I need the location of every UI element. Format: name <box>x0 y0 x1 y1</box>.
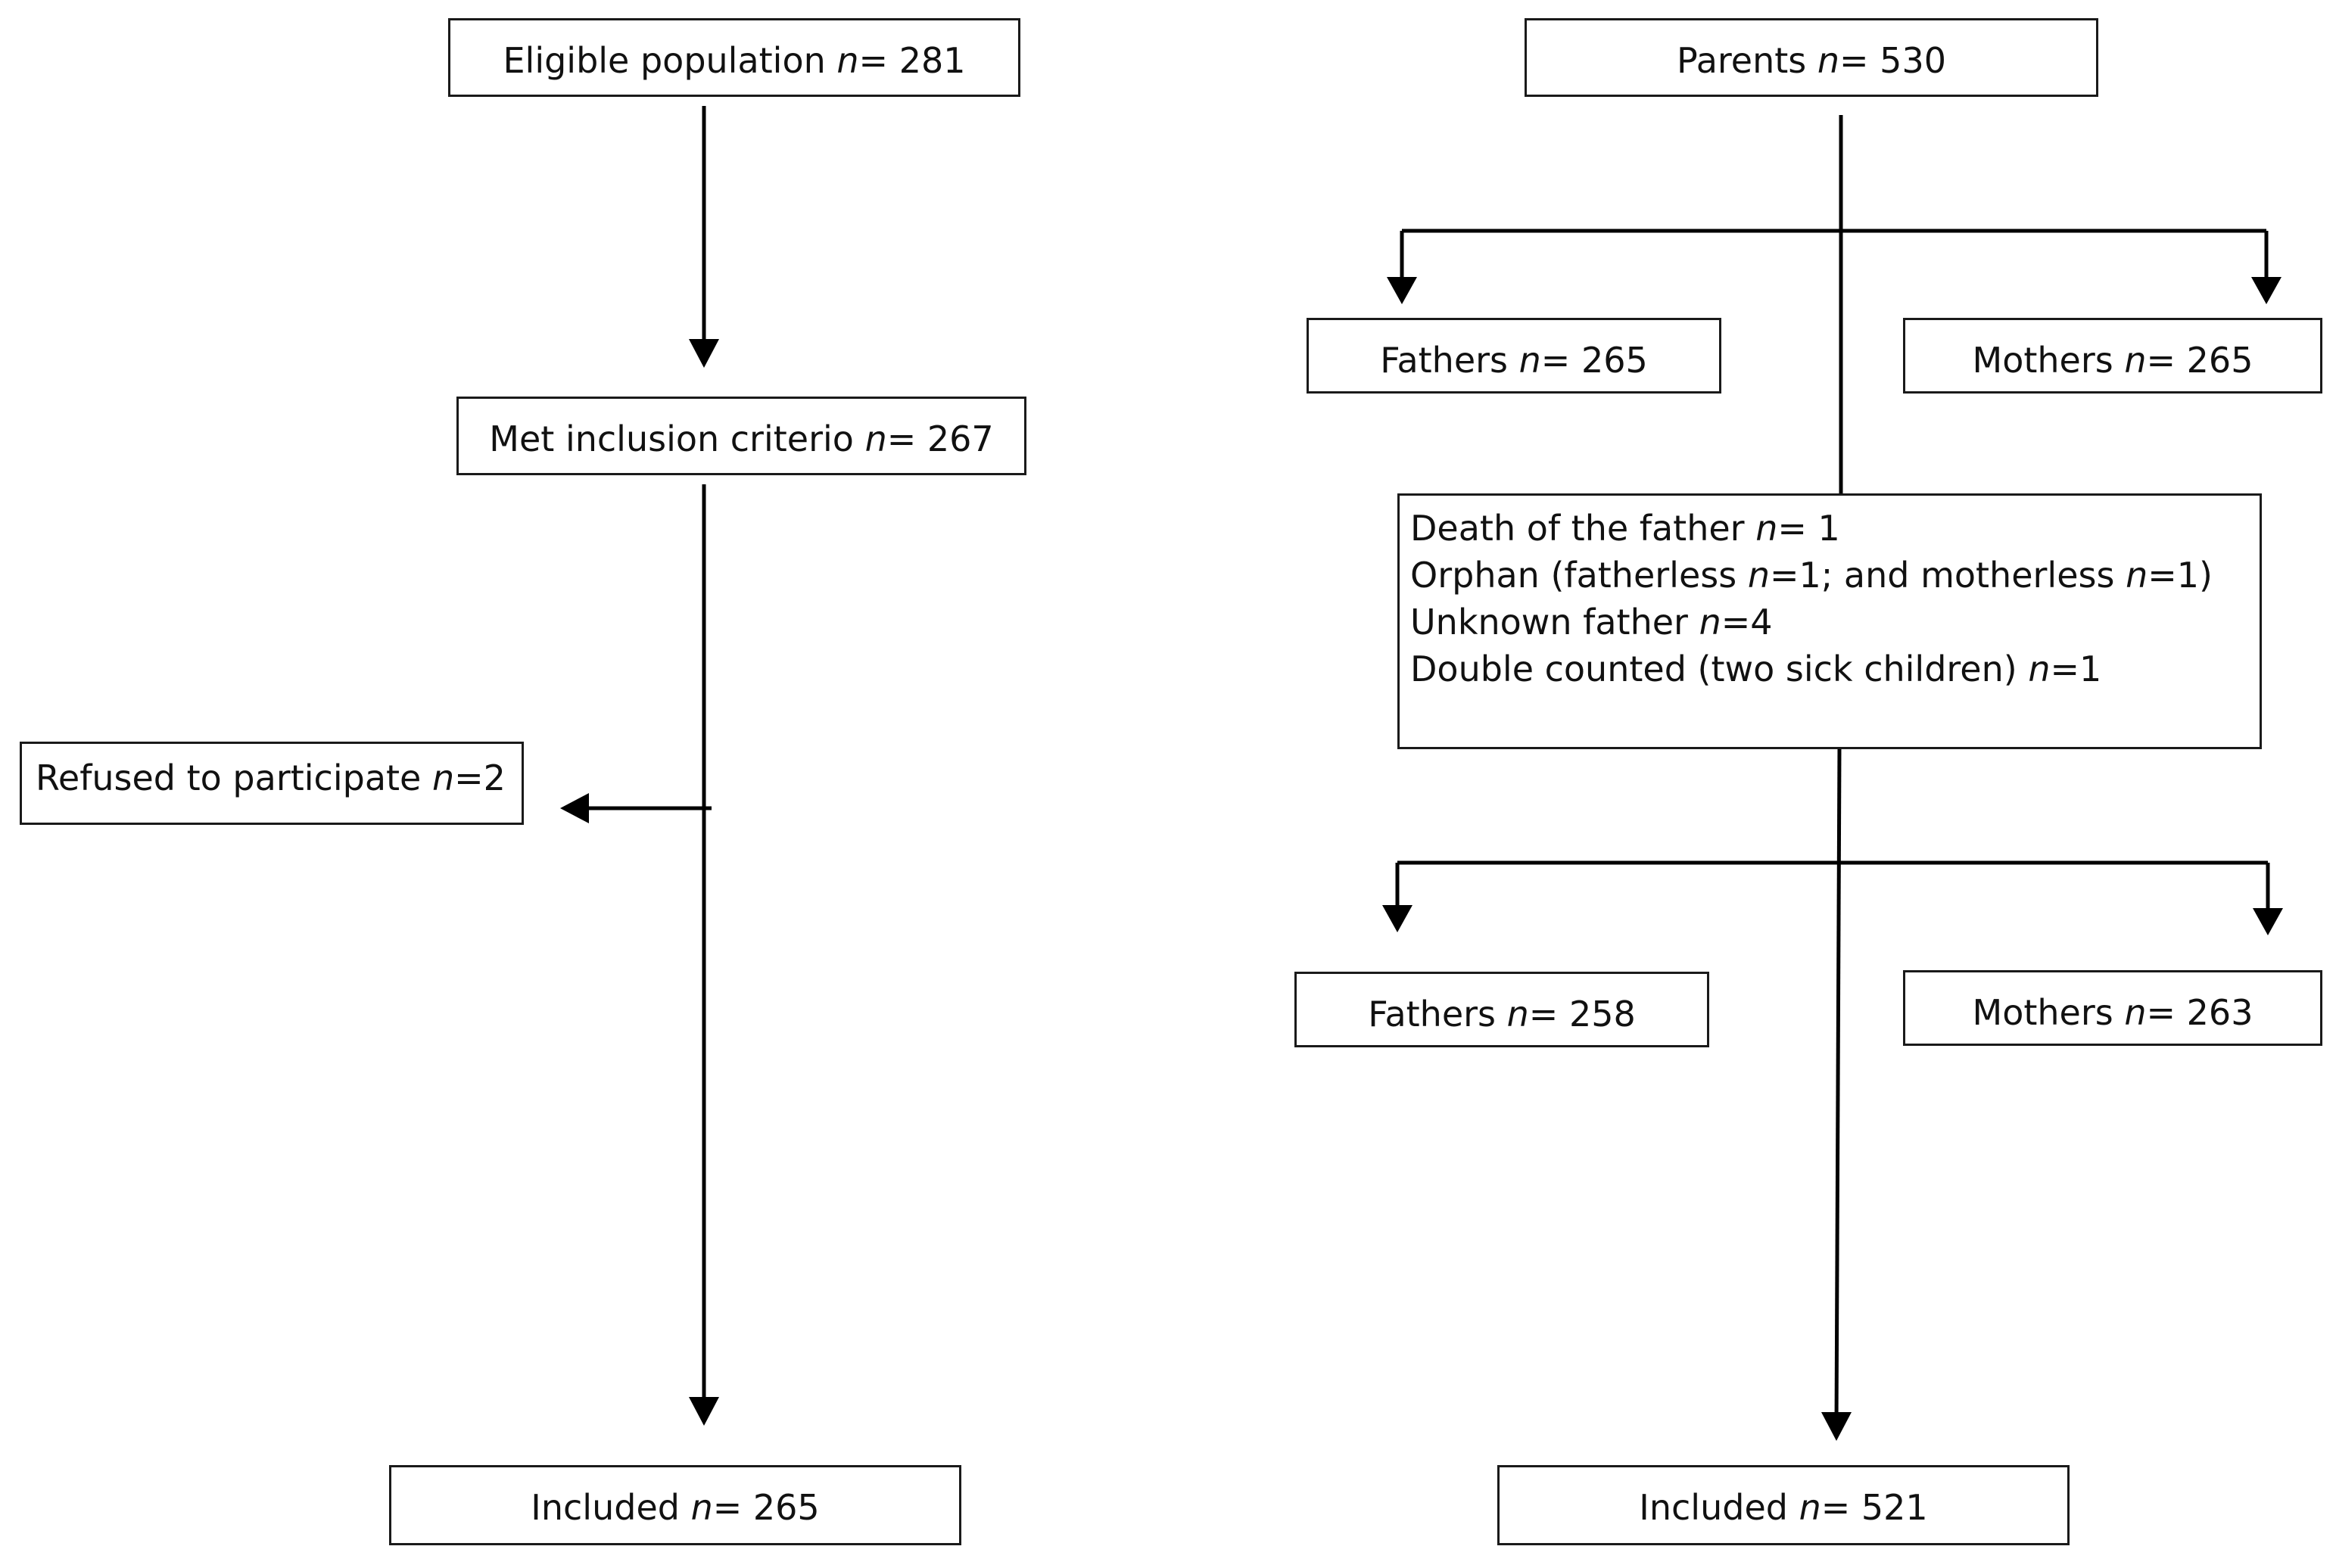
exclusion-death-of-father: Death of the father n= 1 <box>1410 505 2260 552</box>
box-parents: Parents n= 530 <box>1525 18 2098 97</box>
exclusion-value: =1) <box>2148 555 2213 596</box>
box-value: = 263 <box>2146 992 2253 1033</box>
n-symbol: n <box>2126 555 2148 596</box>
line-exclusions-down <box>1834 747 1842 1430</box>
box-label: Parents <box>1677 40 1817 81</box>
box-mothers-2: Mothers n= 263 <box>1903 970 2322 1046</box>
n-symbol: n <box>1799 1487 1821 1528</box>
box-included-left: Included n= 265 <box>389 1465 961 1545</box>
box-fathers-1: Fathers n= 265 <box>1307 318 1721 394</box>
n-symbol: n <box>864 418 887 459</box>
box-mothers-1: Mothers n= 265 <box>1903 318 2322 394</box>
exclusion-text: Death of the father <box>1410 508 1756 549</box>
n-symbol: n <box>1747 555 1770 596</box>
box-fathers-2: Fathers n= 258 <box>1294 972 1709 1047</box>
box-exclusions: Death of the father n= 1 Orphan (fatherl… <box>1397 493 2262 749</box>
n-symbol: n <box>1506 994 1529 1034</box>
n-symbol: n <box>1817 40 1840 81</box>
exclusion-double-counted: Double counted (two sick children) n=1 <box>1410 646 2260 692</box>
exclusion-text: Double counted (two sick children) <box>1410 649 2029 689</box>
box-label: Fathers <box>1380 340 1519 381</box>
box-label: Met inclusion criterio <box>489 418 865 459</box>
box-value: = 265 <box>712 1487 820 1528</box>
exclusion-value: =1 <box>2050 649 2102 689</box>
box-label: Included <box>531 1487 691 1528</box>
arrowhead-included-left <box>689 1397 719 1426</box>
exclusion-orphan: Orphan (fatherless n=1; and motherless n… <box>1410 552 2260 599</box>
exclusion-text: Orphan (fatherless <box>1410 555 1748 596</box>
box-value: =2 <box>454 758 506 798</box>
box-included-right: Included n= 521 <box>1497 1465 2070 1545</box>
box-refused: Refused to participate n=2 <box>20 742 524 825</box>
n-symbol: n <box>2124 992 2147 1033</box>
box-value: = 265 <box>2146 340 2253 381</box>
exclusion-value: =4 <box>1721 602 1773 642</box>
box-eligible-population: Eligible population n= 281 <box>448 18 1020 97</box>
box-label: Mothers <box>1972 340 2125 381</box>
arrowhead-fathers-2 <box>1382 905 1413 932</box>
n-symbol: n <box>431 758 455 798</box>
exclusion-text: Unknown father <box>1410 602 1699 642</box>
arrowhead-mothers-2 <box>2253 908 2283 935</box>
box-label: Mothers <box>1972 992 2125 1033</box>
n-symbol: n <box>1518 340 1541 381</box>
box-label: Refused to participate <box>36 758 432 798</box>
box-value: = 258 <box>1528 994 1636 1034</box>
n-symbol: n <box>836 40 859 81</box>
box-label: Included <box>1639 1487 1799 1528</box>
arrowhead-refused <box>560 793 589 823</box>
box-value: = 265 <box>1540 340 1648 381</box>
box-met-inclusion: Met inclusion criterio n= 267 <box>456 397 1026 475</box>
exclusion-text: =1; and motherless <box>1769 555 2126 596</box>
arrowhead-included-right <box>1821 1412 1852 1441</box>
box-value: = 267 <box>886 418 994 459</box>
box-label: Eligible population <box>503 40 837 81</box>
arrowhead-met <box>689 339 719 368</box>
exclusion-unknown-father: Unknown father n=4 <box>1410 599 2260 646</box>
n-symbol: n <box>1755 508 1778 549</box>
box-value: = 521 <box>1821 1487 1928 1528</box>
exclusion-value: = 1 <box>1777 508 1840 549</box>
n-symbol: n <box>2028 649 2051 689</box>
n-symbol: n <box>1699 602 1721 642</box>
n-symbol: n <box>690 1487 713 1528</box>
box-value: = 530 <box>1839 40 1946 81</box>
box-value: = 281 <box>858 40 966 81</box>
box-label: Fathers <box>1368 994 1507 1034</box>
arrowhead-fathers-1 <box>1387 277 1417 304</box>
arrowhead-mothers-1 <box>2251 277 2281 304</box>
n-symbol: n <box>2124 340 2147 381</box>
